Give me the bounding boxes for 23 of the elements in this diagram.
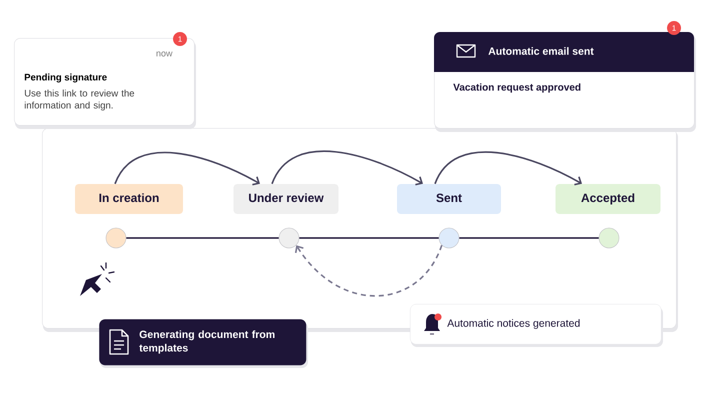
step-callout <box>410 304 663 347</box>
arrow <box>434 151 582 186</box>
callout-text: Automatic notices generated <box>447 319 580 329</box>
notification-body: Use this link to review the information and sign. <box>24 90 134 110</box>
stage-label: Under review <box>234 184 338 214</box>
stage-label: Sent <box>397 184 501 214</box>
notification-title: Pending signature <box>24 74 107 82</box>
arrow <box>294 244 442 297</box>
email-card <box>434 32 696 132</box>
step-callout <box>99 319 308 368</box>
timeline-dot <box>438 228 460 248</box>
callout-text: Generating document from templates <box>139 330 274 354</box>
message-title: Vacation request approved <box>453 83 580 93</box>
timestamp: now <box>156 52 172 56</box>
card-heading: Automatic email sent <box>488 47 594 55</box>
timeline-dot <box>598 228 620 248</box>
arrow <box>271 150 423 186</box>
stage-label: In creation <box>75 184 183 214</box>
arrow <box>114 152 260 186</box>
stage-label: Accepted <box>556 184 660 214</box>
notification-card <box>14 38 196 129</box>
timeline-dot <box>106 228 126 248</box>
timeline-dot <box>278 228 300 248</box>
